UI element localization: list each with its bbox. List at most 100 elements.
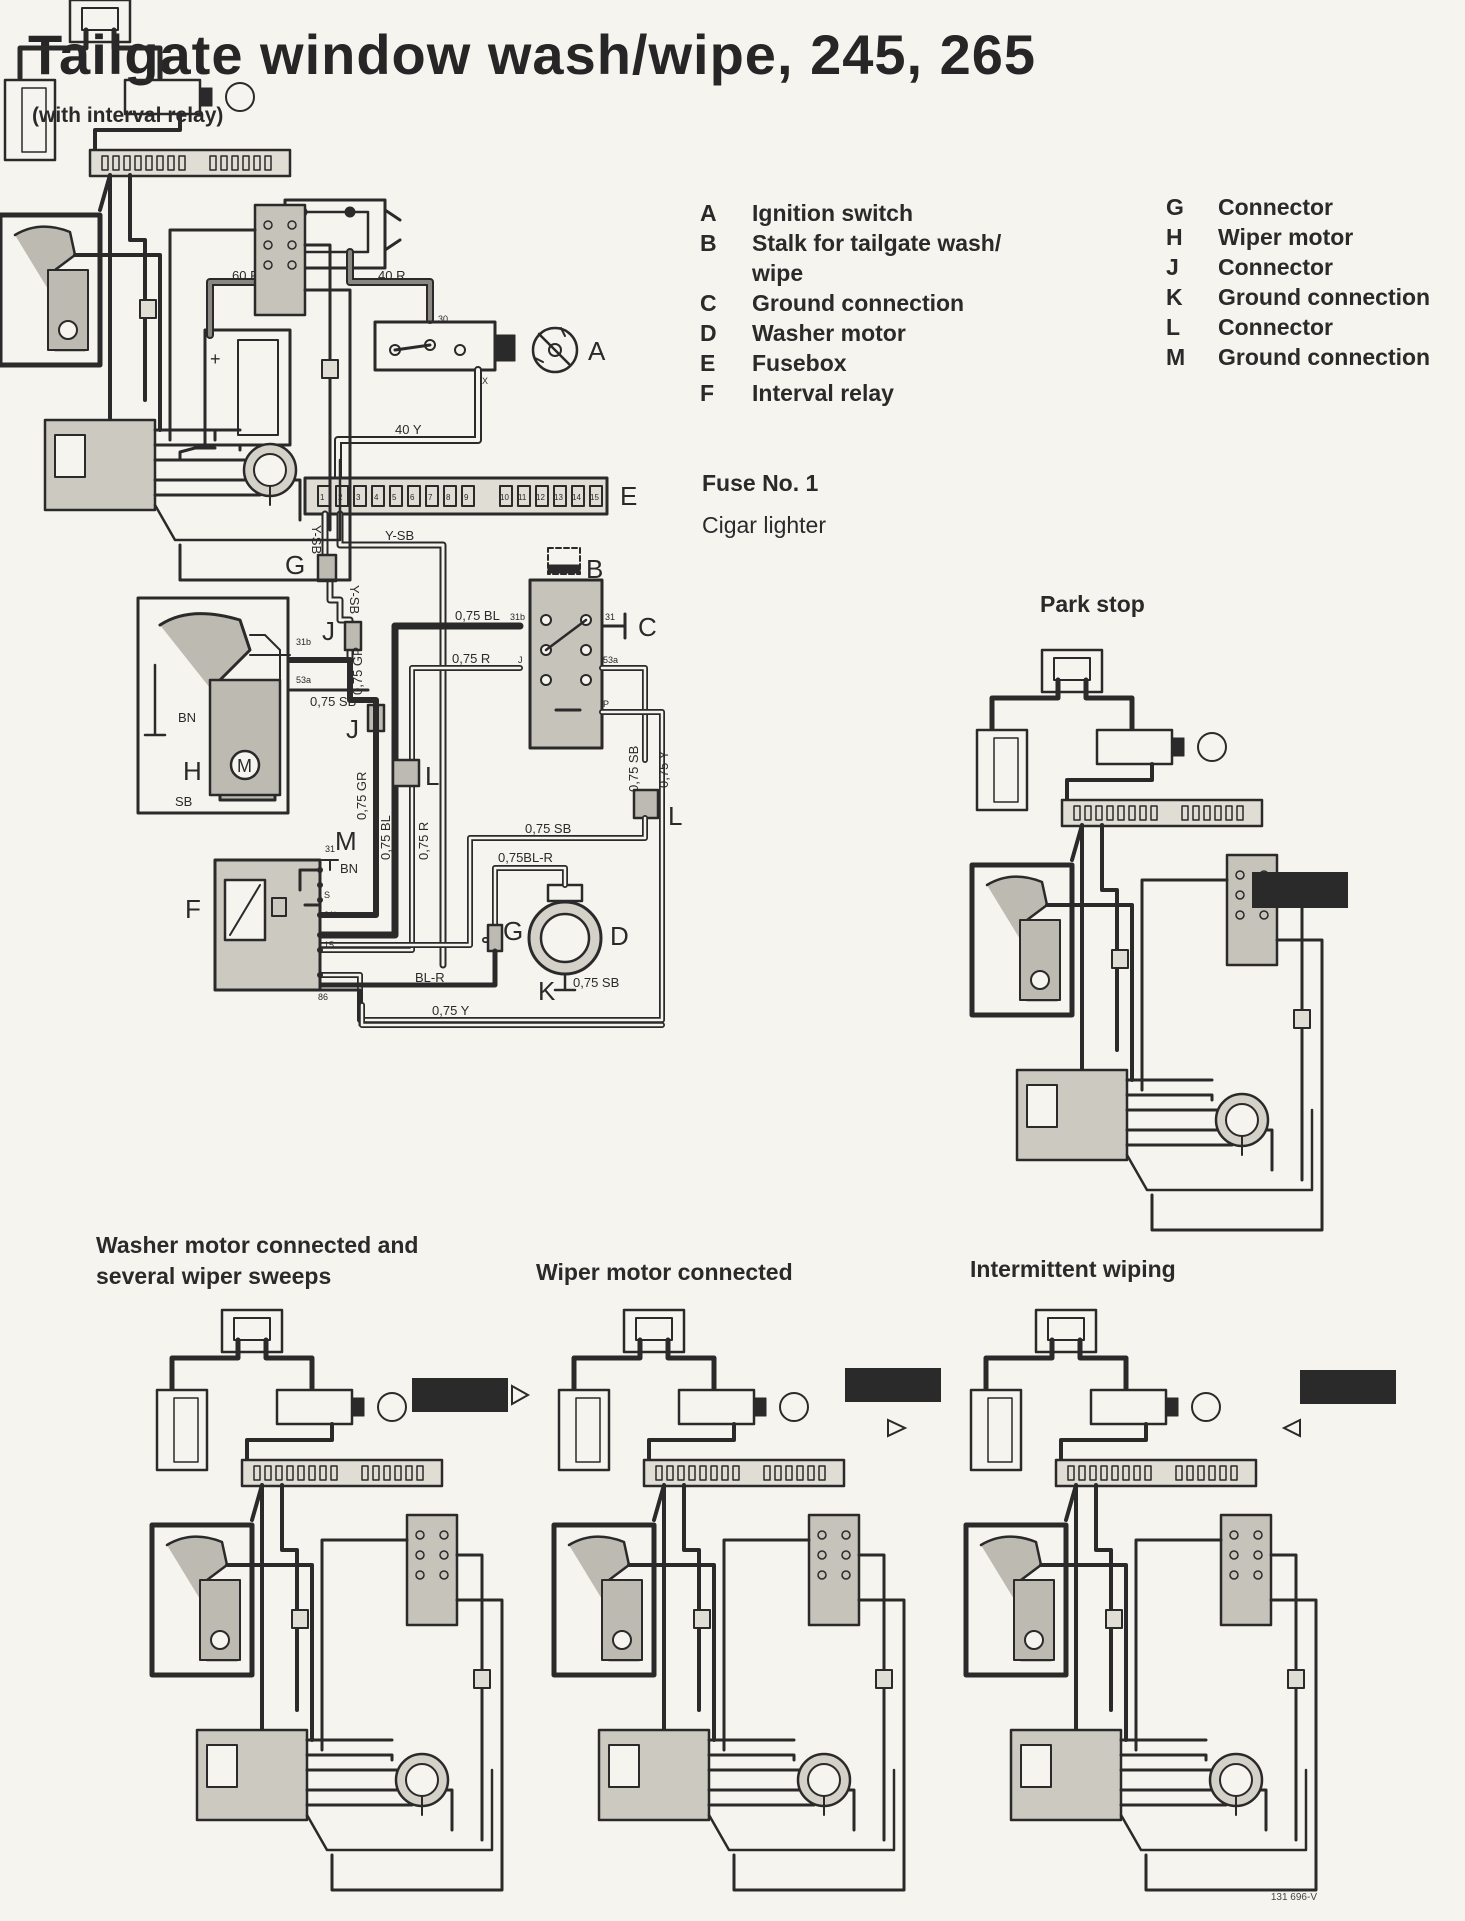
terminal-label: P xyxy=(603,699,609,709)
fuse-note: Fuse No. 1 Cigar lighter xyxy=(702,462,826,546)
stalk-block xyxy=(1252,872,1348,908)
component-label: F xyxy=(185,894,201,924)
arrow-icon xyxy=(1281,1418,1301,1438)
legend-row: wipe xyxy=(752,260,804,286)
svg-text:14: 14 xyxy=(572,493,581,502)
wire-label: 40 Y xyxy=(395,422,422,437)
wire-label: 0,75 GR xyxy=(354,772,369,820)
terminal-label: 31b xyxy=(296,637,311,647)
wire-label: Y-SB xyxy=(347,585,362,614)
page-subtitle: (with interval relay) xyxy=(32,104,224,127)
svg-text:13: 13 xyxy=(554,493,563,502)
main-diagram: + xyxy=(136,198,682,1028)
terminal-label: 86 xyxy=(318,992,328,1002)
caption-wiper: Wiper motor connected xyxy=(536,1259,793,1285)
wire-label: 0,75 SB xyxy=(626,746,641,792)
component-label: E xyxy=(620,481,637,511)
terminal-label: 53a xyxy=(296,675,311,685)
svg-text:6: 6 xyxy=(410,493,415,502)
wire-label: 60 R xyxy=(232,268,259,283)
svg-text:15: 15 xyxy=(590,493,599,502)
terminal-label: S xyxy=(324,890,330,900)
component-label: J xyxy=(346,714,359,744)
caption-park-stop: Park stop xyxy=(1040,591,1145,617)
terminal-label: 31 xyxy=(325,844,335,854)
fusebox-cells xyxy=(317,485,603,507)
page-title: Tailgate window wash/wipe, 245, 265 xyxy=(28,23,1037,86)
fuse-circuit: Cigar lighter xyxy=(702,512,826,538)
component-label: L xyxy=(425,761,439,791)
wire-label: 0,75 GR xyxy=(350,647,365,695)
component-label: G xyxy=(285,550,305,580)
component-label: J xyxy=(322,616,335,646)
terminal-label: 31b xyxy=(324,910,339,920)
terminal-label: J xyxy=(518,655,523,665)
mini-diagram-template xyxy=(0,0,352,582)
component-label: G xyxy=(503,916,523,946)
component-label: M xyxy=(335,826,357,856)
wire-label: 40 R xyxy=(378,268,405,283)
wire-label: 0,75 SB xyxy=(573,975,619,990)
svg-text:+: + xyxy=(210,349,221,369)
arrow-icon xyxy=(511,1384,531,1406)
terminal-label: 15 xyxy=(324,940,334,950)
stalk-block xyxy=(1300,1370,1396,1404)
component-label: L xyxy=(668,801,682,831)
caption-intermittent: Intermittent wiping xyxy=(970,1256,1176,1282)
terminal-label: 53a xyxy=(603,655,618,665)
wire-label: BN xyxy=(178,710,196,725)
svg-text:10: 10 xyxy=(500,493,509,502)
svg-text:12: 12 xyxy=(536,493,545,502)
wire-label: BN xyxy=(340,861,358,876)
terminal-label: 30 xyxy=(438,314,448,324)
wire-label: BL-R xyxy=(415,970,445,985)
wire-label: 0,75BL-R xyxy=(498,850,553,865)
wire-label: SB xyxy=(175,794,192,809)
terminal-label: X xyxy=(482,376,488,386)
fuse-number: Fuse No. 1 xyxy=(702,470,819,496)
reference-number: 131 696-V xyxy=(1270,1892,1317,1903)
component-label: H xyxy=(183,756,202,786)
wire-label: 0,75 BL xyxy=(455,608,500,623)
wire-label: 0,75 BL xyxy=(378,815,393,860)
wire-label: 0,75 R xyxy=(416,822,431,860)
wire-label: Y-SB xyxy=(385,528,414,543)
arrow-icon xyxy=(887,1418,908,1438)
component-label: A xyxy=(588,336,606,366)
wire-label: 0,75 SB xyxy=(310,694,356,709)
wire-label: 0,75 Y xyxy=(432,1003,470,1018)
svg-text:5: 5 xyxy=(392,493,397,502)
component-label: D xyxy=(610,921,629,951)
svg-text:1: 1 xyxy=(320,493,325,502)
terminal-label: 31b xyxy=(510,612,525,622)
svg-text:11: 11 xyxy=(518,493,527,502)
svg-text:M: M xyxy=(237,756,252,776)
wire-label: 0,75 Y xyxy=(656,750,671,788)
stalk-block xyxy=(412,1378,508,1412)
svg-text:4: 4 xyxy=(374,493,379,502)
wire-label: 0,75 R xyxy=(452,651,490,666)
svg-text:3: 3 xyxy=(356,493,361,502)
svg-text:8: 8 xyxy=(446,493,451,502)
svg-text:9: 9 xyxy=(464,493,469,502)
wire-label: 0,75 SB xyxy=(525,821,571,836)
terminal-label: 31 xyxy=(605,612,615,622)
component-label: B xyxy=(586,554,603,584)
component-label: K xyxy=(538,976,556,1006)
svg-text:7: 7 xyxy=(428,493,433,502)
